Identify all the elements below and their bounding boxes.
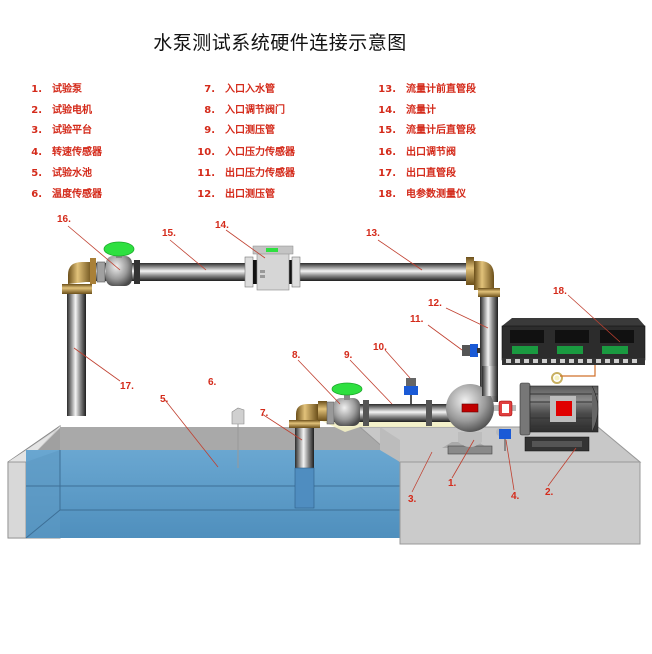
legend-label: 入口入水管 [225,84,275,95]
legend-number: 15. [378,125,396,136]
callout-11: 11. [410,314,424,325]
test-pump [442,366,498,455]
legend-label: 流量计 [406,105,436,116]
callout-7: 7. [260,408,269,419]
legend-label: 试验水池 [52,168,92,179]
legend-label: 试验平台 [52,125,92,136]
callout-3: 3. [408,494,417,505]
outlet-straight-pipe [67,292,86,416]
legend-item: 8. 入口调节阀门 [193,101,285,116]
callout-15: 15. [162,228,176,239]
legend-number: 7. [204,84,215,95]
legend-number: 2. [31,105,42,116]
callout-1: 1. [448,478,457,489]
callout-16: 16. [57,214,71,225]
legend-number: 16. [378,147,396,158]
legend-item: 2. 试验电机 [30,101,92,116]
legend-item: 10. 入口压力传感器 [193,143,295,158]
legend-item: 18. 电参数测量仪 [374,185,466,200]
inlet-pressure-sensor [404,378,418,404]
valve-handle [331,382,363,396]
legend-item: 7. 入口入水管 [193,80,275,95]
top-right-elbow [474,261,494,290]
legend-label: 流量计后直管段 [406,125,476,136]
inlet-elbow [296,404,318,420]
legend-label: 入口压力传感器 [225,147,295,158]
pool-water [26,450,400,538]
legend-number: 10. [197,147,215,158]
legend-item: 1. 试验泵 [30,80,82,95]
legend-number: 12. [197,189,215,200]
legend-item: 4. 转速传感器 [30,143,102,158]
legend-label: 电参数测量仪 [406,189,466,200]
legend-number: 1. [31,84,42,95]
inlet-valve [326,382,363,426]
legend-number: 13. [378,84,396,95]
callout-6: 6. [208,377,217,388]
legend-item: 14. 流量计 [374,101,436,116]
legend-item: 17. 出口直管段 [374,164,456,179]
legend-number: 6. [31,189,42,200]
motor-panel [556,401,572,416]
legend-item: 15. 流量计后直管段 [374,121,476,136]
legend-number: 11. [197,168,215,179]
legend-label: 转速传感器 [52,147,102,158]
callout-17: 17. [120,381,134,392]
legend-label: 出口测压管 [225,189,275,200]
electric-parameter-meter [501,318,646,377]
inlet-pipe [295,427,314,477]
legend-label: 试验电机 [52,105,92,116]
legend-label: 入口调节阀门 [225,105,285,116]
meter-cable [560,365,596,377]
legend-item: 3. 试验平台 [30,121,92,136]
legend-label: 试验泵 [52,84,82,95]
test-pool [7,425,400,539]
legend-number: 3. [31,125,42,136]
legend-item: 16. 出口调节阀 [374,143,456,158]
pool-rim [60,427,400,450]
outlet-valve [96,241,135,286]
speed-sensor [494,400,516,451]
legend-label: 出口直管段 [406,168,456,179]
callout-2: 2. [545,487,554,498]
test-platform [358,426,642,545]
callout-10: 10. [373,342,387,353]
legend-number: 5. [31,168,42,179]
callout-14: 14. [215,220,229,231]
legend-label: 温度传感器 [52,189,102,200]
legend-number: 4. [31,147,42,158]
legend-item: 6. 温度传感器 [30,185,102,200]
legend-item: 9. 入口测压管 [193,121,275,136]
callout-leaders [67,225,621,493]
callout-12: 12. [428,298,442,309]
callout-9: 9. [344,350,353,361]
legend-item: 5. 试验水池 [30,164,92,179]
test-motor [519,372,599,452]
callout-5: 5. [160,394,169,405]
legend-item: 13. 流量计前直管段 [374,80,476,95]
flowmeter [244,245,301,291]
legend-item: 11. 出口压力传感器 [193,164,295,179]
outlet-pressure-sensor [462,344,481,357]
legend-label: 入口测压管 [225,125,275,136]
legend-number: 9. [204,125,215,136]
callout-18: 18. [553,286,567,297]
valve-handle [103,241,135,257]
legend-number: 18. [378,189,396,200]
brass-elbow [68,262,92,284]
temperature-sensor [231,407,245,468]
callout-13: 13. [366,228,380,239]
callout-4: 4. [511,491,520,502]
legend-number: 17. [378,168,396,179]
legend-label: 出口调节阀 [406,147,456,158]
legend-label: 出口压力传感器 [225,168,295,179]
elbow-flange [62,284,92,294]
legend-number: 14. [378,105,396,116]
diagram-title: 水泵测试系统硬件连接示意图 [153,32,407,54]
callout-8: 8. [292,350,301,361]
legend-number: 8. [204,105,215,116]
legend-label: 流量计前直管段 [406,84,476,95]
legend-item: 12. 出口测压管 [193,185,275,200]
